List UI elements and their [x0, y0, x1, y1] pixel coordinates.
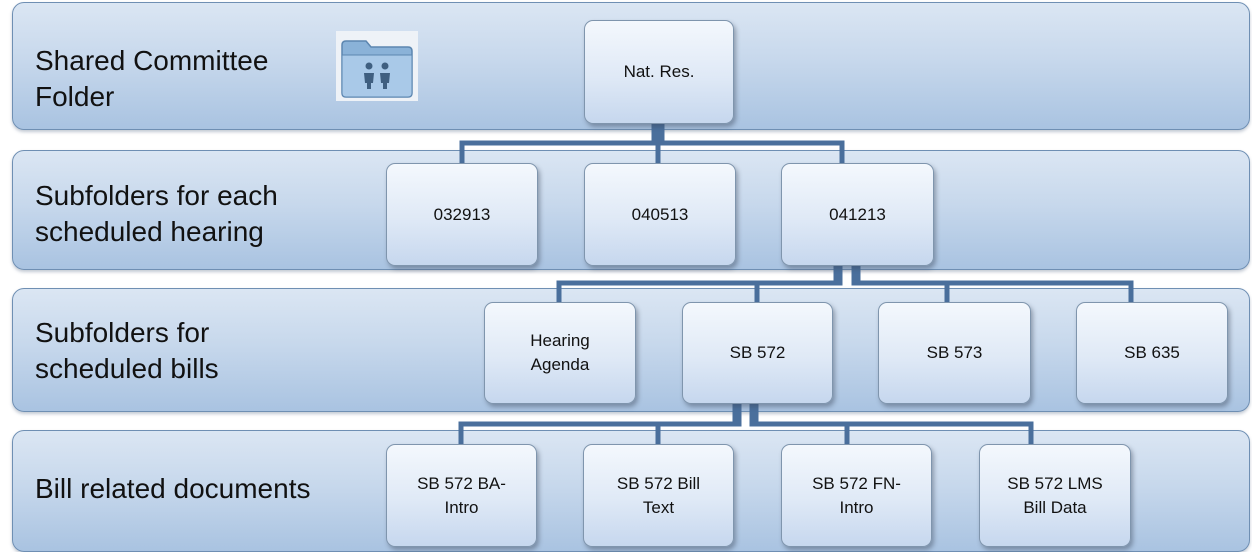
node-hearing-032913[interactable]: 032913: [386, 163, 538, 266]
level-label: Bill related documents: [35, 473, 311, 504]
node-bill-sb-635[interactable]: SB 635: [1076, 302, 1228, 404]
node-doc-lms-bill-data[interactable]: SB 572 LMS Bill Data: [979, 444, 1131, 547]
node-doc-bill-text[interactable]: SB 572 Bill Text: [583, 444, 734, 547]
node-hearing-041213[interactable]: 041213: [781, 163, 934, 266]
node-doc-ba-intro[interactable]: SB 572 BA- Intro: [386, 444, 537, 547]
node-bill-hearing-agenda[interactable]: Hearing Agenda: [484, 302, 636, 404]
node-bill-sb-572[interactable]: SB 572: [682, 302, 833, 404]
node-bill-sb-573[interactable]: SB 573: [878, 302, 1031, 404]
level-label: Subfolders for each scheduled hearing: [35, 180, 278, 247]
node-committee-folder[interactable]: Nat. Res.: [584, 20, 734, 124]
level-label: Subfolders for scheduled bills: [35, 317, 219, 384]
level-label: Shared Committee Folder: [35, 45, 269, 112]
node-hearing-040513[interactable]: 040513: [584, 163, 736, 266]
node-doc-fn-intro[interactable]: SB 572 FN- Intro: [781, 444, 932, 547]
shared-folder-icon: [336, 31, 418, 101]
